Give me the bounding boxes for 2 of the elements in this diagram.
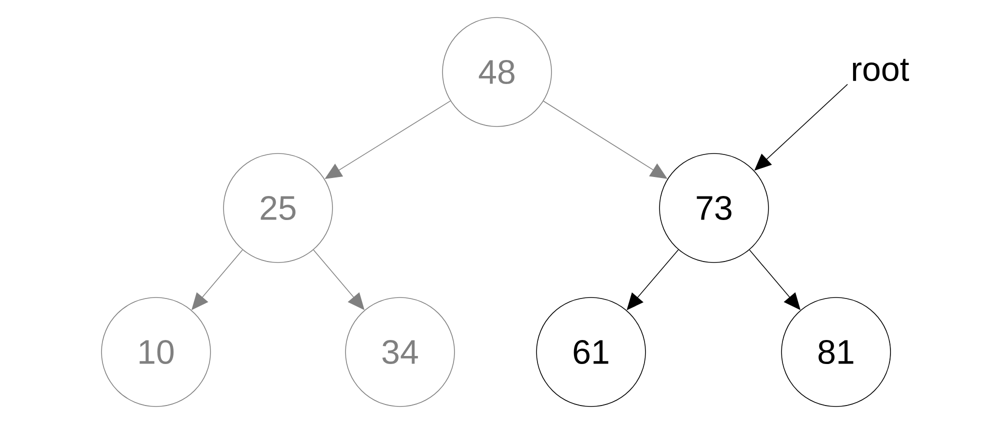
arrow xyxy=(543,100,668,179)
root-label: root xyxy=(852,58,910,82)
